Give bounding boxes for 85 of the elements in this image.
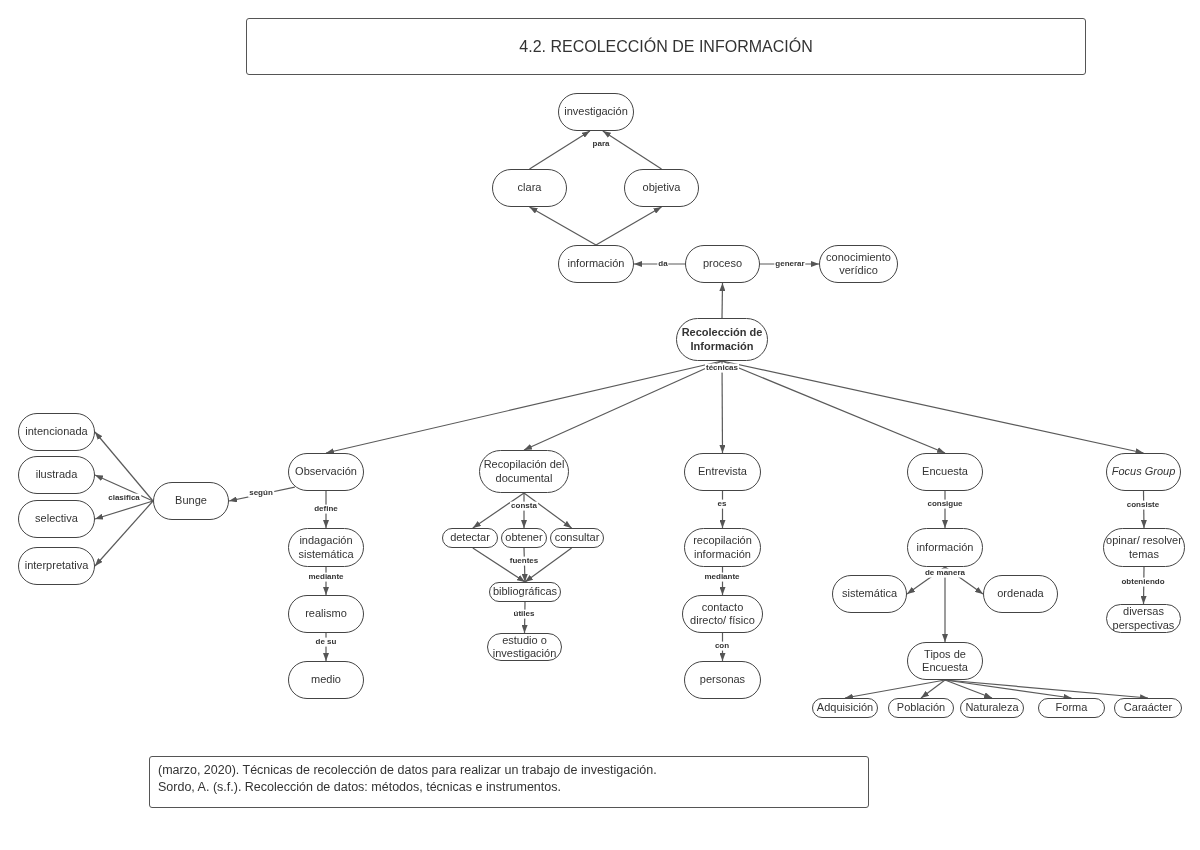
edge-label: técnicas	[705, 363, 739, 373]
arrow	[521, 601, 528, 634]
concept-node: ordenada	[983, 575, 1058, 613]
arrow	[524, 547, 573, 583]
concept-node: contacto directo/ físico	[682, 595, 763, 633]
edge-label: consigue	[926, 499, 964, 509]
concept-node: intencionada	[18, 413, 95, 451]
arrow	[528, 130, 591, 170]
edge-label: consiste	[1125, 500, 1161, 510]
concept-node: sistemática	[832, 575, 907, 613]
arrow	[472, 547, 526, 583]
concept-node: recopilación información	[684, 528, 761, 567]
concept-node: Recolección de Información	[676, 318, 768, 361]
concept-node: clara	[492, 169, 567, 207]
edge-label: para	[591, 139, 611, 149]
arrow	[719, 282, 726, 319]
concept-node: medio	[288, 661, 364, 699]
concept-node: opinar/ resolver temas	[1103, 528, 1185, 567]
concept-node: Población	[888, 698, 954, 718]
edge-label: da	[657, 259, 669, 269]
arrow	[94, 474, 154, 502]
concept-node: investigación	[558, 93, 634, 131]
concept-node: indagación sistemática	[288, 528, 364, 567]
edge-label: de su	[314, 637, 338, 647]
edge-label: generar	[774, 259, 806, 269]
arrow	[323, 632, 329, 662]
concept-node: Encuesta	[907, 453, 983, 491]
concept-node: Focus Group	[1106, 453, 1181, 491]
concept-node: bibliográficas	[489, 582, 561, 602]
concept-node: Entrevista	[684, 453, 761, 491]
concept-node: información	[558, 245, 634, 283]
concept-node: Bunge	[153, 482, 229, 520]
concept-node: Caraácter	[1114, 698, 1182, 718]
edge-label: útiles	[512, 609, 536, 619]
edge-label: mediante	[307, 572, 345, 582]
arrow	[721, 360, 1145, 455]
edge-label: consta	[510, 501, 538, 511]
arrow	[472, 492, 525, 529]
concept-node: interpretativa	[18, 547, 95, 585]
arrow	[721, 360, 946, 454]
concept-node: Adquisición	[812, 698, 878, 718]
edge-label: define	[313, 504, 339, 514]
arrow	[528, 206, 597, 246]
reference-box	[149, 756, 869, 808]
arrow	[944, 679, 993, 699]
arrow	[523, 360, 723, 451]
edge-label: de manera	[924, 568, 966, 578]
arrow	[595, 206, 663, 246]
concept-node: Tipos de Encuesta	[907, 642, 983, 680]
edge-label: clasifica	[107, 493, 141, 503]
arrow	[94, 431, 154, 502]
concept-node: realismo	[288, 595, 364, 633]
concept-node: información	[907, 528, 983, 567]
diagram-title: 4.2. RECOLECCIÓN DE INFORMACIÓN	[246, 18, 1086, 75]
edge-label: con	[713, 641, 731, 651]
arrow	[920, 679, 946, 699]
concept-node: Naturaleza	[960, 698, 1024, 718]
arrow	[523, 492, 573, 529]
edge-label: mediante	[703, 572, 741, 582]
concept-node: personas	[684, 661, 761, 699]
concept-node: selectiva	[18, 500, 95, 538]
arrow	[94, 500, 154, 567]
concept-node: Forma	[1038, 698, 1105, 718]
arrow	[633, 261, 686, 267]
concept-node: diversas perspectivas	[1106, 604, 1181, 633]
reference-text: Sordo, A. (s.f.). Recolección de datos: métodos, técnicas e instrumentos.	[158, 778, 562, 796]
arrow	[942, 566, 948, 643]
concept-node: Observación	[288, 453, 364, 491]
concept-node: objetiva	[624, 169, 699, 207]
concept-node: consultar	[550, 528, 604, 548]
arrow	[602, 130, 663, 170]
concept-node: Recopilación del documental	[479, 450, 569, 493]
concept-node: conocimiento verídico	[819, 245, 898, 283]
arrow	[719, 360, 726, 454]
edge-label: según	[248, 488, 274, 498]
concept-node: proceso	[685, 245, 760, 283]
edge-label: fuentes	[508, 556, 540, 566]
concept-node: obtener	[501, 528, 547, 548]
edge-label: es	[716, 499, 728, 509]
concept-node: detectar	[442, 528, 498, 548]
concept-node: estudio o investigación	[487, 633, 562, 661]
arrow	[94, 500, 154, 520]
edge-label: obteniendo	[1120, 577, 1166, 587]
concept-node: ilustrada	[18, 456, 95, 494]
reference-text: (marzo, 2020). Técnicas de recolección de datos para realizar un trabajo de investigación.	[158, 762, 658, 779]
